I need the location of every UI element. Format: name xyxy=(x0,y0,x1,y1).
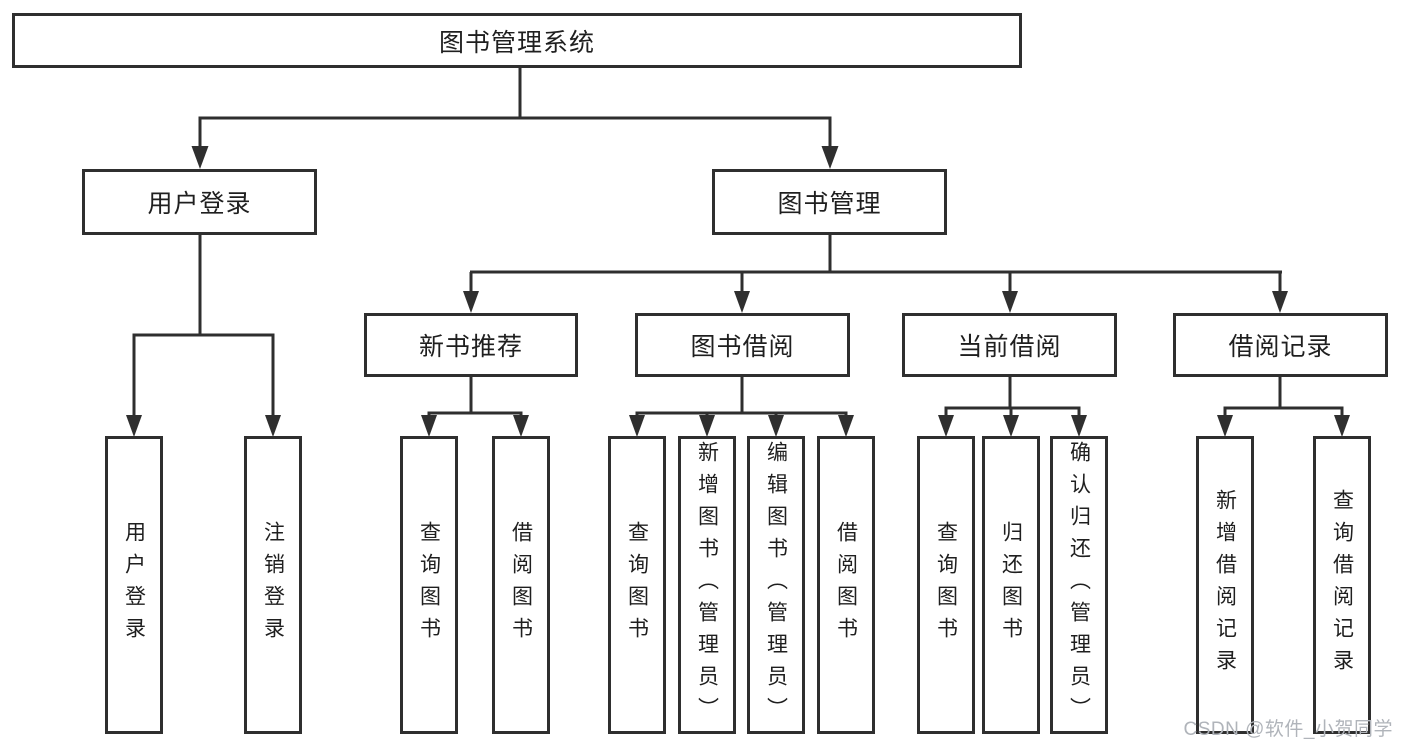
leaf-add-book-admin-label: 新增图书（管理员） xyxy=(695,441,719,729)
leaf-logout-login: 注销登录 xyxy=(244,436,302,734)
leaf-add-borrow-record: 新增借阅记录 xyxy=(1196,436,1254,734)
node-new-book-recommend-label: 新书推荐 xyxy=(418,333,523,361)
leaf-edit-book-admin-label: 编辑图书（管理员） xyxy=(764,441,788,729)
leaf-return-book: 归还图书 xyxy=(982,436,1040,734)
node-root: 图书管理系统 xyxy=(12,13,1022,68)
leaf-query-borrow-record-label: 查询借阅记录 xyxy=(1330,489,1354,681)
leaf-borrow-books-borrow-label: 借阅图书 xyxy=(834,521,858,649)
leaf-borrow-books-borrow: 借阅图书 xyxy=(817,436,875,734)
leaf-confirm-return-admin: 确认归还（管理员） xyxy=(1050,436,1108,734)
leaf-logout-login-label: 注销登录 xyxy=(261,521,285,649)
leaf-query-books-newbooks: 查询图书 xyxy=(400,436,458,734)
leaf-query-books-newbooks-label: 查询图书 xyxy=(417,521,441,649)
node-new-book-recommend: 新书推荐 xyxy=(364,313,578,377)
node-user-login-label: 用户登录 xyxy=(147,190,252,218)
csdn-watermark: CSDN @软件_小贺同学 xyxy=(1183,719,1393,740)
leaf-return-book-label: 归还图书 xyxy=(999,521,1023,649)
leaf-borrow-books-newbooks-label: 借阅图书 xyxy=(509,521,533,649)
node-current-borrow-label: 当前借阅 xyxy=(957,333,1062,361)
node-borrow-records: 借阅记录 xyxy=(1173,313,1388,377)
node-book-management: 图书管理 xyxy=(712,169,947,235)
leaf-add-borrow-record-label: 新增借阅记录 xyxy=(1213,489,1237,681)
node-book-borrow: 图书借阅 xyxy=(635,313,850,377)
leaf-query-books-borrow: 查询图书 xyxy=(608,436,666,734)
leaf-add-book-admin: 新增图书（管理员） xyxy=(678,436,736,734)
node-borrow-records-label: 借阅记录 xyxy=(1228,333,1333,361)
node-user-login: 用户登录 xyxy=(82,169,317,235)
leaf-query-books-borrow-label: 查询图书 xyxy=(625,521,649,649)
leaf-edit-book-admin: 编辑图书（管理员） xyxy=(747,436,805,734)
node-book-management-label: 图书管理 xyxy=(777,190,882,218)
node-current-borrow: 当前借阅 xyxy=(902,313,1117,377)
leaf-user-login: 用户登录 xyxy=(105,436,163,734)
leaf-query-books-current: 查询图书 xyxy=(917,436,975,734)
node-book-borrow-label: 图书借阅 xyxy=(690,333,795,361)
leaf-confirm-return-admin-label: 确认归还（管理员） xyxy=(1067,441,1091,729)
leaf-query-books-current-label: 查询图书 xyxy=(934,521,958,649)
leaf-borrow-books-newbooks: 借阅图书 xyxy=(492,436,550,734)
node-root-label: 图书管理系统 xyxy=(438,28,595,57)
leaf-query-borrow-record: 查询借阅记录 xyxy=(1313,436,1371,734)
leaf-user-login-label: 用户登录 xyxy=(122,521,146,649)
